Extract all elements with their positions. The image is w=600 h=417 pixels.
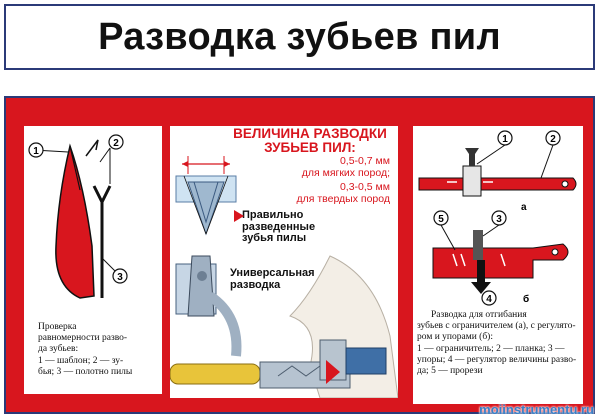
caption-line: ром и упорами (б): <box>417 332 493 343</box>
label-1-circle: 1 <box>497 130 513 146</box>
caption-line: Проверка <box>38 322 77 332</box>
caption-line: 1 — ограничитель; 2 — планка; 3 — <box>417 343 565 354</box>
label-2: 2 <box>550 134 556 145</box>
label-b: б <box>523 293 529 305</box>
label-1-circle: 1 <box>28 142 44 158</box>
caption-line: да зубьев: <box>38 344 79 355</box>
site-watermark: moiinstrumentu.ru <box>479 402 594 417</box>
caption-line: равномерности разво- <box>38 333 128 344</box>
label-4: 4 <box>486 294 492 305</box>
label-line: разводка <box>230 278 281 291</box>
correct-teeth-label: Правильно разведенные зубья пилы <box>242 209 316 245</box>
label-3: 3 <box>117 272 123 283</box>
label-1: 1 <box>502 134 508 145</box>
set-tool-illustration <box>170 156 398 398</box>
spec-soft: 0,5-0,7 мм для мягких пород; <box>262 155 390 179</box>
spec-soft-label: для мягких пород; <box>301 166 390 179</box>
heading-line: ВЕЛИЧИНА РАЗВОДКИ <box>233 126 387 141</box>
label-3-circle: 3 <box>491 210 507 226</box>
panel-set-with-stop: 1 2 а 3 5 4 б Разводка для отгибания зуб… <box>413 126 583 404</box>
set-stop-illustration: 1 2 а 3 5 4 б <box>418 130 577 306</box>
label-3: 3 <box>496 214 502 225</box>
label-2-circle: 2 <box>108 134 124 150</box>
spec-hard-label: для твердых пород <box>296 192 390 205</box>
set-values-heading: ВЕЛИЧИНА РАЗВОДКИ ЗУБЬЕВ ПИЛ: <box>222 126 398 156</box>
caption-set-with-stop: Разводка для отгибания зубьев с ограничи… <box>417 310 581 377</box>
caption-line: 1 — шаблон; 2 — зу- <box>38 355 124 366</box>
caption-template-check: Проверка равномерности разво- да зубьев:… <box>24 322 162 378</box>
title-box: Разводка зубьев пил <box>4 4 595 70</box>
label-line: разведенные <box>242 220 316 233</box>
label-line: зубья пилы <box>242 232 307 245</box>
panel-set-values: ВЕЛИЧИНА РАЗВОДКИ ЗУБЬЕВ ПИЛ: 0,5-0,7 мм… <box>170 126 398 398</box>
spec-hard: 0,3-0,5 мм для твердых пород <box>262 181 390 205</box>
caption-line: зубьев с ограничителем (а), с регулято- <box>417 321 576 332</box>
caption-line: бья; 3 — полотно пилы <box>38 366 133 377</box>
label-2-circle: 2 <box>545 130 561 146</box>
label-line: Универсальная <box>230 267 315 279</box>
caption-line: Разводка для отгибания <box>431 310 527 320</box>
spec-soft-value: 0,5-0,7 мм <box>339 155 390 167</box>
label-1: 1 <box>33 146 39 157</box>
spec-hard-value: 0,3-0,5 мм <box>339 181 390 193</box>
panel-template-check: 1 2 3 Проверка равномерности разво- да з… <box>24 126 162 394</box>
page-title: Разводка зубьев пил <box>98 15 501 58</box>
label-a: а <box>521 202 527 213</box>
label-5-circle: 5 <box>433 210 449 226</box>
label-3-circle: 3 <box>112 268 128 284</box>
universal-set-label: Универсальная разводка <box>230 267 315 291</box>
caption-line: упоры; 4 — регулятор величины разво- <box>417 354 577 365</box>
label-5: 5 <box>438 214 444 225</box>
label-2: 2 <box>113 138 119 149</box>
caption-line: да; 5 — прорези <box>417 366 483 377</box>
template-check-illustration: 1 2 3 <box>28 134 128 299</box>
label-line: Правильно <box>242 209 304 221</box>
heading-line: ЗУБЬЕВ ПИЛ: <box>264 140 356 156</box>
label-4-circle: 4 <box>481 290 497 306</box>
